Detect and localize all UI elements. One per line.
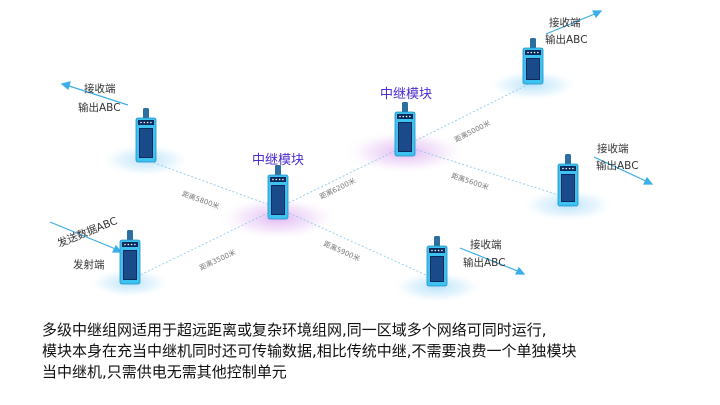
arrow-right-receiver	[593, 156, 649, 183]
module-pin	[127, 243, 130, 246]
module-pin	[143, 121, 146, 124]
module-pin	[431, 249, 433, 252]
module-pin	[282, 178, 284, 181]
device-left-receiver	[135, 108, 157, 163]
module-pin	[530, 51, 533, 54]
device-bottom-receiver	[426, 236, 448, 287]
relay-center-title: 中继模块	[252, 153, 305, 168]
module-pin	[537, 51, 539, 54]
caption: 多级中继组网适用于超远距离或复杂环境组网,同一区域多个网络可同时运行, 模块本身…	[42, 320, 702, 383]
caption-line-2: 模块本身在充当中继机同时还可传输数据,相比传统中继,不需要浪费一个单独模块	[42, 342, 577, 360]
arrow-left-receiver	[65, 84, 129, 106]
module-header	[429, 248, 445, 253]
module-screen-inner	[431, 257, 443, 281]
top-right-receiver-label-2: 输出ABC	[545, 34, 588, 46]
device-sender	[119, 230, 141, 285]
antenna	[530, 38, 536, 49]
module-pin	[409, 115, 411, 118]
module-pin	[434, 249, 437, 252]
bottom-receiver-label-1: 接收端	[470, 239, 502, 251]
module-header	[138, 120, 154, 125]
module-pin	[572, 167, 574, 170]
module-pin	[441, 249, 443, 252]
right-receiver-label-2: 输出ABC	[596, 160, 639, 172]
glow-bottom-receiver	[391, 271, 483, 303]
module-pin	[140, 121, 142, 124]
module-screen-inner	[140, 129, 152, 157]
arrows	[49, 10, 654, 275]
module-pin	[527, 51, 529, 54]
module-pin	[134, 243, 136, 246]
module-pin	[275, 178, 278, 181]
module-screen-inner	[272, 186, 284, 214]
device-top-right-receiver	[522, 38, 544, 85]
antenna	[402, 102, 408, 113]
module-header	[122, 242, 138, 247]
link-center-top	[277, 145, 406, 209]
module-pin	[124, 243, 126, 246]
antenna	[275, 165, 281, 176]
antenna	[565, 154, 571, 165]
link-sender-center	[129, 207, 279, 281]
module-header	[270, 177, 286, 182]
module-screen-inner	[527, 59, 539, 79]
caption-line-3: 当中继机,只需供电无需其他控制单元	[42, 363, 287, 381]
arrow-top-right-receiver	[545, 12, 598, 35]
module-pin	[437, 249, 440, 252]
device-right-receiver	[557, 154, 579, 207]
module-pin	[568, 167, 571, 170]
device-relay-center	[267, 165, 289, 220]
top-right-receiver-label-1: 接收端	[549, 17, 581, 29]
module-screen-inner	[124, 251, 136, 279]
module-pin	[278, 178, 281, 181]
relay-top-title: 中继模块	[380, 87, 433, 102]
module-pin	[402, 115, 405, 118]
module-pin	[272, 178, 274, 181]
right-receiver-label-1: 接收端	[597, 143, 629, 155]
antenna	[127, 230, 133, 241]
module-pin	[150, 121, 152, 124]
module-pin	[565, 167, 568, 170]
module-header	[525, 50, 541, 55]
link-center-bottom	[277, 207, 438, 281]
arrow-sender	[49, 221, 119, 251]
module-pin	[130, 243, 133, 246]
links	[129, 81, 569, 281]
module-pin	[399, 115, 401, 118]
antenna	[143, 108, 149, 119]
arrow-bottom-receiver	[459, 247, 521, 273]
left-receiver-label-1: 接收端	[84, 83, 116, 95]
antenna	[434, 236, 440, 247]
module-screen-inner	[562, 175, 574, 201]
module-pin	[562, 167, 564, 170]
caption-line-1: 多级中继组网适用于超远距离或复杂环境组网,同一区域多个网络可同时运行,	[42, 321, 547, 339]
sender-label-2: 发射端	[73, 259, 105, 271]
module-pin	[146, 121, 149, 124]
device-relay-top	[394, 102, 416, 157]
network-diagram: 接收端 输出ABC 接收端 输出ABC 接收端 输出ABC 接收端 输出ABC …	[49, 10, 654, 303]
module-header	[560, 166, 576, 171]
link-top-right	[404, 145, 569, 199]
module-pin	[405, 115, 408, 118]
bottom-receiver-label-2: 输出ABC	[463, 257, 506, 269]
module-pin	[533, 51, 536, 54]
module-screen-inner	[399, 123, 411, 151]
left-receiver-label-2: 输出ABC	[78, 102, 121, 114]
devices-layer	[119, 38, 579, 287]
module-header	[397, 114, 413, 119]
link-left-center	[145, 159, 279, 209]
